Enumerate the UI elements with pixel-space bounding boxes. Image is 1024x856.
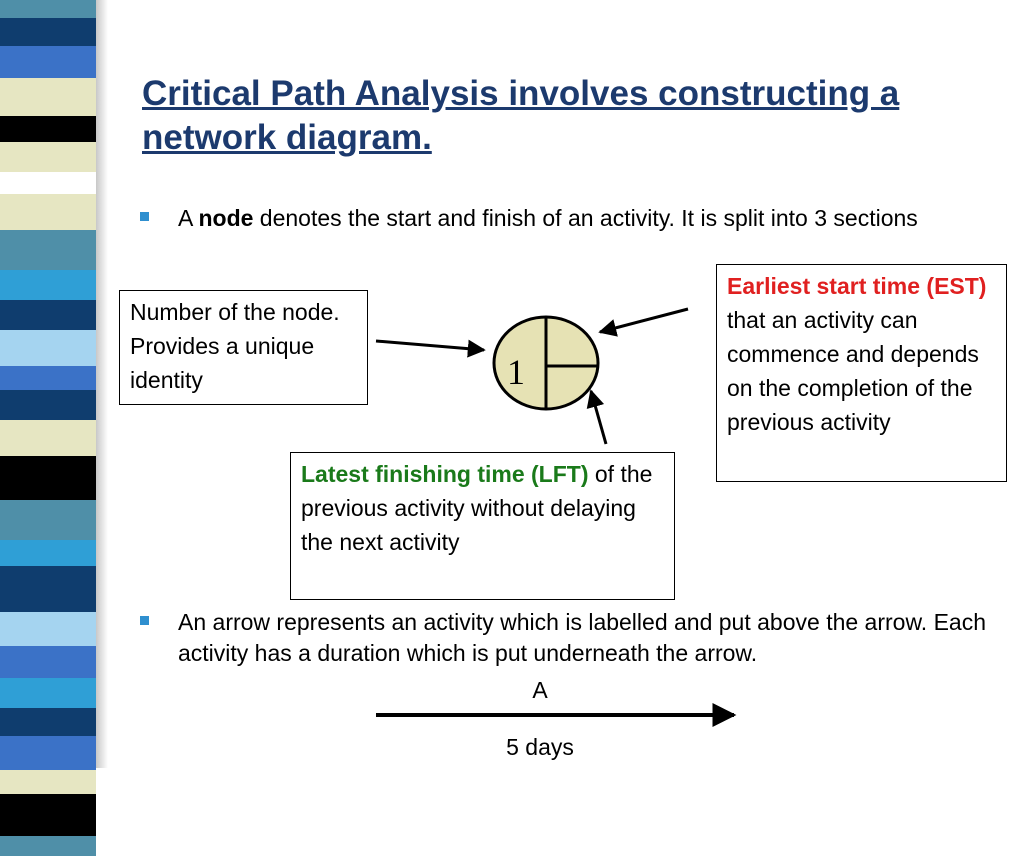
arrow-to-node-number [375, 339, 486, 358]
lft-highlight: Latest finishing time (LFT) [301, 461, 589, 487]
slide-title: Critical Path Analysis involves construc… [142, 74, 900, 157]
bullet-node-bold: node [198, 205, 254, 231]
lft-text: of the previous activity without delayin… [301, 461, 653, 555]
node-number-box: Number of the node. Provides a unique id… [119, 290, 368, 405]
activity-duration: 5 days [506, 734, 574, 760]
bullet-marker-icon [140, 616, 149, 625]
est-box: Earliest start time (EST) that an activi… [716, 264, 1007, 482]
est-text: that an activity can commence and depend… [727, 307, 979, 435]
activity-label: A [532, 677, 548, 703]
bullet-arrow-text: An arrow represents an activity which is… [178, 609, 986, 666]
bullet-node-prefix: A [178, 205, 199, 231]
bullet-marker-icon [140, 212, 149, 221]
est-highlight: Earliest start time (EST) [727, 273, 987, 299]
arrow-to-lft [586, 389, 608, 445]
node-number-box-text: Number of the node. Provides a unique id… [130, 299, 340, 393]
node-circle [492, 315, 600, 411]
stripe-shadow [96, 0, 108, 768]
node-number: 1 [507, 352, 525, 392]
arrow-to-est [598, 307, 689, 337]
bullet-node-rest: denotes the start and finish of an activ… [253, 205, 918, 231]
lft-box: Latest finishing time (LFT) of the previ… [290, 452, 675, 600]
network-diagram [375, 307, 737, 727]
bullet-node-text: A node denotes the start and finish of a… [178, 203, 998, 234]
